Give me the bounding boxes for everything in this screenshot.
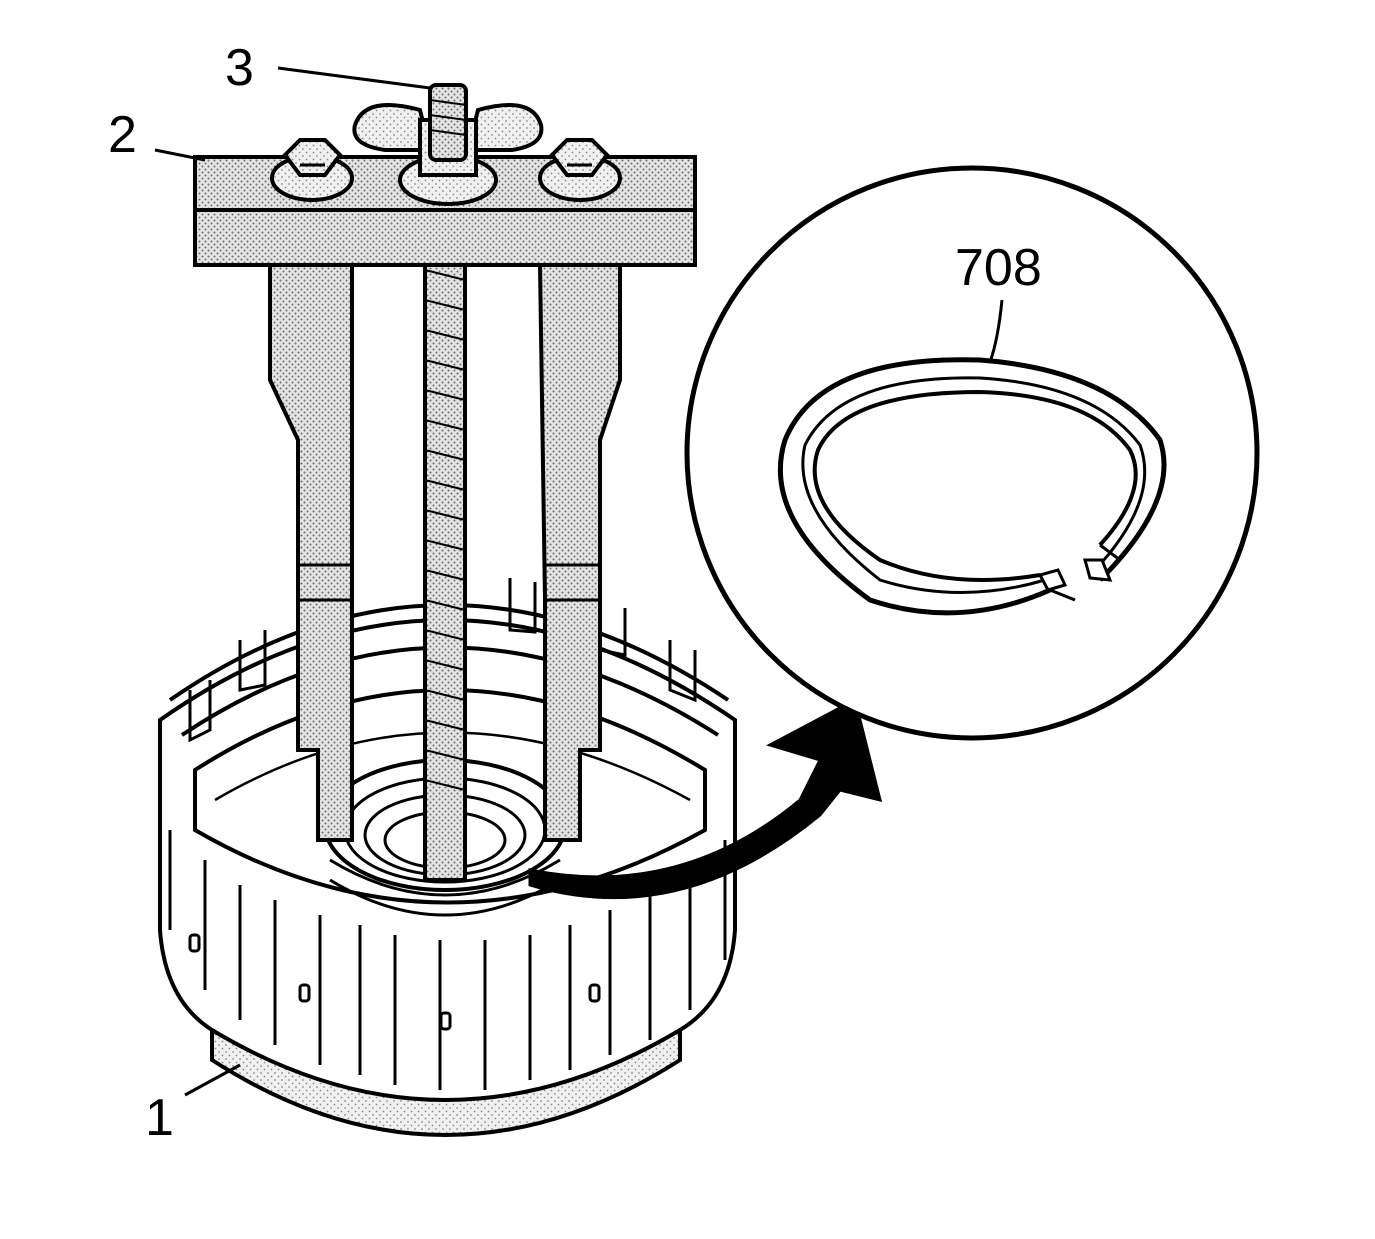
callout-708: 708 — [955, 239, 1042, 297]
callout-1: 1 — [145, 1089, 174, 1147]
snap-ring-detail — [684, 165, 1260, 741]
puller-legs — [268, 263, 622, 842]
callout-3: 3 — [225, 39, 254, 97]
leader-lines — [154, 66, 1004, 1097]
puller-crossbar — [193, 138, 697, 267]
hex-bolt-right — [538, 138, 622, 202]
leader-708 — [988, 299, 1004, 363]
leader-2 — [154, 148, 206, 162]
callout-2: 2 — [108, 106, 137, 164]
wing-nut-screw — [352, 83, 544, 206]
snap-ring — [777, 357, 1167, 616]
leader-3 — [277, 66, 431, 90]
detail-arrow — [528, 697, 883, 900]
leader-1 — [184, 1063, 241, 1097]
hex-bolt-left — [270, 138, 354, 202]
threaded-screw — [423, 198, 467, 882]
